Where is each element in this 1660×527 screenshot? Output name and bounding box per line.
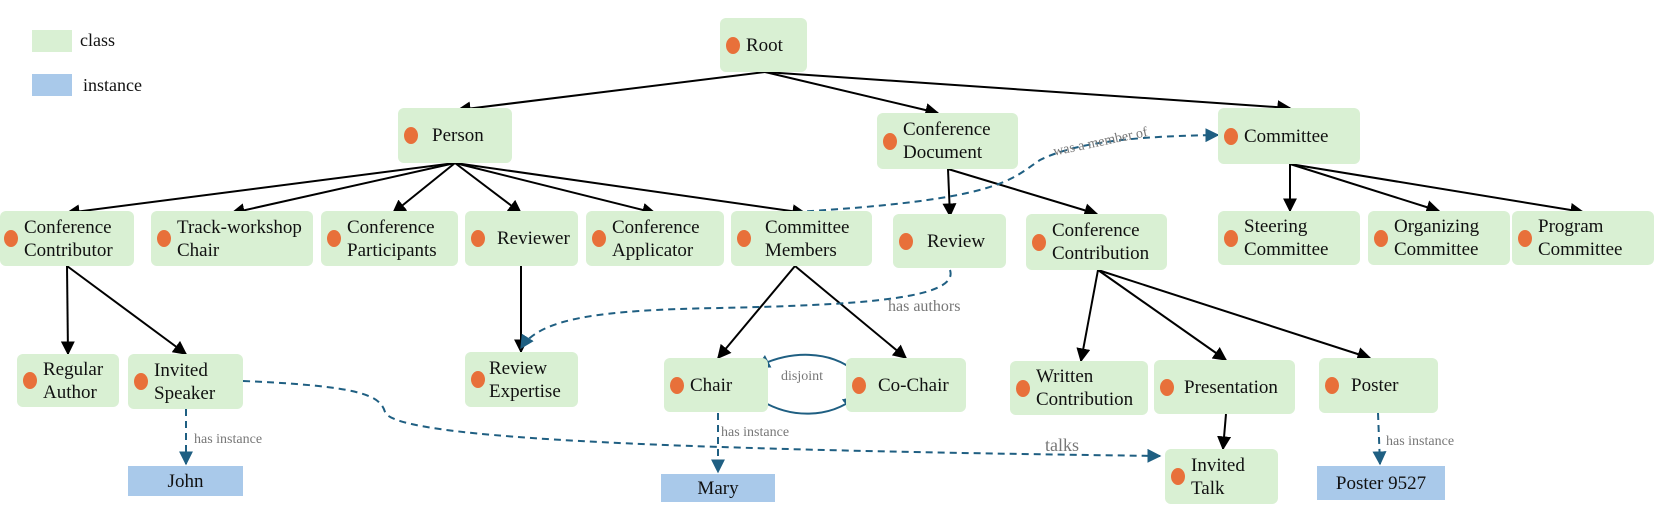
class-dot-icon	[23, 372, 37, 389]
node-co-chair: Co-Chair	[846, 358, 966, 412]
edge-presentation-talk	[1217, 413, 1232, 451]
edge-root-person	[456, 71, 766, 116]
edge-committee-organizing	[1289, 163, 1441, 214]
class-dot-icon	[327, 230, 341, 247]
node-conference-document: Conference Document	[877, 113, 1018, 169]
relation-label-has-instance-mary: has instance	[721, 425, 790, 440]
class-dot-icon	[899, 232, 913, 250]
node-conference-contributor: Conference Contributor	[0, 211, 134, 266]
edge-person-contributor	[65, 162, 456, 219]
edge-has-instance-poster	[1372, 412, 1387, 466]
edge-has-authors	[520, 269, 952, 350]
edge-person-trackchair	[230, 162, 456, 218]
edge-talks	[242, 380, 1162, 463]
node-written-contribution: Written Contribution	[1010, 361, 1148, 415]
node-poster: Poster	[1319, 358, 1438, 413]
edge-contributor-invited	[66, 265, 188, 355]
class-dot-icon	[1016, 379, 1030, 397]
node-invited-speaker: Invited Speaker	[128, 354, 243, 409]
node-invited-talk: Invited Talk	[1165, 449, 1278, 504]
instance-mary: Mary	[661, 474, 775, 502]
node-root: Root	[720, 18, 807, 72]
relation-label-has-authors: has authors	[888, 298, 961, 315]
class-dot-icon	[737, 230, 751, 247]
edge-contribution-presentation	[1097, 269, 1228, 361]
node-committee-members: Committee Members	[731, 211, 872, 266]
node-conference-participants: Conference Participants	[321, 211, 458, 266]
edge-root-document	[764, 71, 940, 117]
node-organizing-committee: Organizing Committee	[1368, 211, 1510, 265]
class-dot-icon	[471, 230, 485, 247]
class-dot-icon	[1374, 229, 1388, 247]
node-track-workshop-chair: Track-workshop Chair	[151, 211, 313, 266]
node-person: Person	[398, 108, 512, 163]
edge-contribution-written	[1076, 269, 1099, 363]
legend-instance-label: instance	[83, 75, 142, 95]
edge-committee-program	[1289, 163, 1585, 217]
class-dot-icon	[404, 127, 418, 144]
class-dot-icon	[592, 230, 606, 247]
class-dot-icon	[1032, 233, 1046, 251]
node-conference-contribution: Conference Contribution	[1026, 214, 1167, 270]
instance-john: John	[128, 466, 243, 496]
edge-contribution-poster	[1097, 269, 1372, 361]
class-dot-icon	[1160, 378, 1174, 396]
node-steering-committee: Steering Committee	[1218, 211, 1360, 265]
node-presentation: Presentation	[1154, 360, 1295, 414]
class-dot-icon	[883, 132, 897, 150]
legend-class-swatch	[32, 30, 72, 52]
edge-person-applicator	[454, 162, 657, 217]
class-dot-icon	[1224, 127, 1238, 145]
legend-instance-swatch	[32, 74, 72, 96]
class-dot-icon	[471, 371, 485, 388]
edge-person-members	[454, 162, 807, 219]
class-dot-icon	[157, 230, 171, 247]
edge-was-a-member-of	[794, 128, 1220, 213]
node-program-committee: Program Committee	[1512, 211, 1654, 265]
instance-poster-9527: Poster 9527	[1317, 466, 1445, 500]
class-dot-icon	[1518, 229, 1532, 247]
class-dot-icon	[852, 376, 866, 394]
class-dot-icon	[726, 36, 740, 54]
node-chair: Chair	[664, 358, 768, 412]
edge-document-review	[942, 168, 957, 218]
edge-root-committee	[764, 71, 1292, 115]
node-reviewer: Reviewer	[465, 211, 578, 266]
edge-document-contribution	[947, 168, 1099, 218]
class-dot-icon	[4, 230, 18, 247]
relation-label-talks: talks	[1045, 435, 1079, 455]
relation-label-has-instance-poster: has instance	[1386, 434, 1455, 449]
node-regular-author: Regular Author	[17, 354, 119, 407]
class-dot-icon	[134, 373, 148, 390]
edge-person-reviewer	[454, 162, 523, 214]
node-review-expertise: Review Expertise	[465, 352, 578, 407]
class-dot-icon	[1224, 229, 1238, 247]
class-dot-icon	[1171, 468, 1185, 485]
class-dot-icon	[670, 376, 684, 394]
edge-contributor-regular	[60, 265, 75, 356]
legend-class-label: class	[80, 30, 115, 50]
node-committee: Committee	[1218, 108, 1360, 164]
node-review: Review	[893, 214, 1006, 268]
edge-disjoint-to-cochair	[756, 396, 858, 415]
node-conference-applicator: Conference Applicator	[586, 211, 724, 266]
class-dot-icon	[1325, 377, 1339, 394]
edge-person-participants	[391, 162, 456, 214]
relation-label-disjoint: disjoint	[781, 369, 824, 384]
edge-members-chair	[717, 265, 796, 360]
edge-members-cochair	[794, 265, 908, 359]
relation-label-has-instance-john: has instance	[194, 432, 263, 447]
